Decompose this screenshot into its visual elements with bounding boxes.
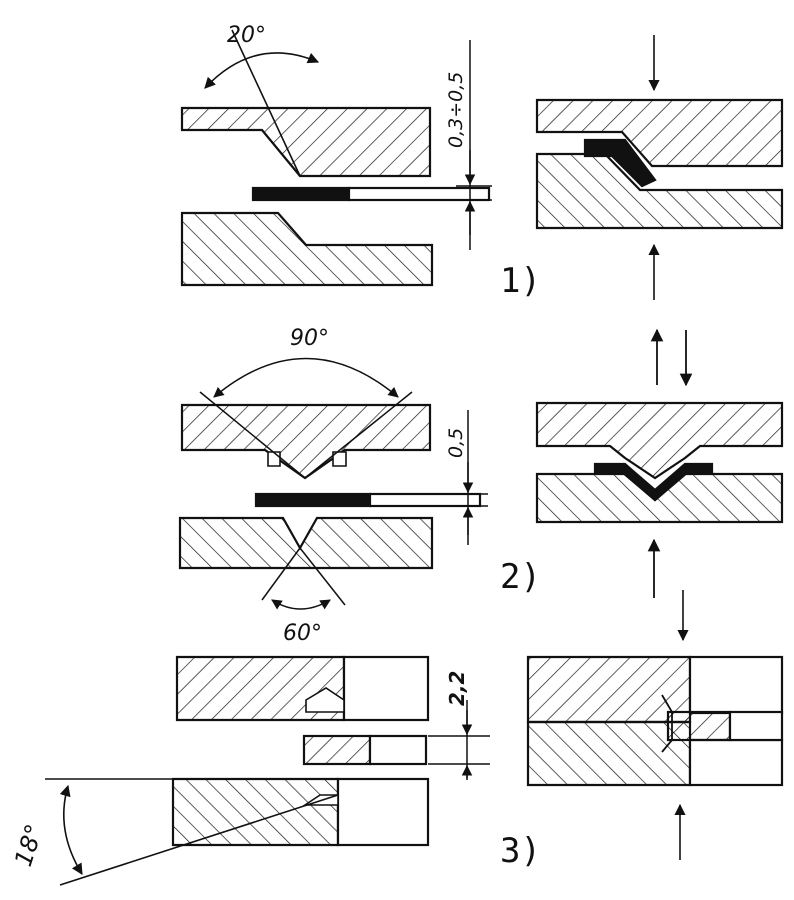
stage2-lower-die <box>178 516 434 570</box>
stage2-gap-label: 0,5 <box>445 428 467 458</box>
stage1-upper-die <box>180 106 432 178</box>
stage1-gap-dim <box>456 40 492 250</box>
stage2-after-sheet <box>593 462 714 502</box>
stage1-gap-label: 0,3÷0,5 <box>445 72 467 148</box>
stage3-upper-tip <box>305 687 345 713</box>
stage1-sheet-dark <box>251 186 351 202</box>
stage3-after-rivet-head <box>661 694 673 753</box>
stage3-gap-dim <box>428 700 490 780</box>
stage3-lower-sleeve <box>336 777 430 847</box>
stage3-press-arrows <box>674 590 689 860</box>
stage3-plate <box>302 734 372 766</box>
stage3-after-upper-sleeve <box>688 655 784 715</box>
stage3-label: 3) <box>500 831 541 871</box>
stage1-before <box>180 29 491 287</box>
stage1-label: 1) <box>500 261 541 301</box>
stage3-lower-die <box>171 777 340 847</box>
stage2-sheet-light <box>368 492 482 508</box>
stage2-before <box>178 403 482 570</box>
stage3-after-lower-sleeve <box>688 738 784 787</box>
stage3-angle-label: 18° <box>9 821 49 870</box>
stage3-after-plate <box>666 710 732 742</box>
stage1-angle-dim <box>204 52 320 89</box>
stage2-angle-construction <box>199 357 413 610</box>
stage2-gap-dim <box>455 410 488 545</box>
stage3-before <box>171 655 430 847</box>
stage3-upper-sleeve <box>342 655 430 722</box>
stage1-angle-label: 20° <box>227 23 266 48</box>
stage3-after-upper-die <box>526 655 692 724</box>
stage2-after <box>535 401 784 524</box>
stage3-after-lower-die <box>526 720 692 787</box>
stage2-after-lower-die <box>535 472 784 524</box>
stage3-after-plate-light <box>728 710 784 742</box>
stage1-lower-die <box>180 211 434 287</box>
stage2-bottom-angle-label: 60° <box>283 621 322 646</box>
stage2-press-arrows <box>647 328 693 598</box>
stage1-after-upper-die <box>535 98 784 168</box>
stage2-upper-die <box>180 403 432 480</box>
stage3-angle-construction <box>45 778 339 886</box>
stage1-sheet-light <box>347 186 491 202</box>
stage1-after-sheet <box>583 138 657 188</box>
stage3-after <box>526 655 784 787</box>
stage2-after-upper-die <box>535 401 784 480</box>
stage2-label: 2) <box>500 557 541 597</box>
stage2-sheet-dark <box>254 492 372 508</box>
stage1-after <box>535 98 784 230</box>
stage3-plate-light <box>368 734 428 766</box>
stage3-gap-label: 2,2 <box>445 671 469 706</box>
stage2-top-angle-label: 90° <box>290 326 329 351</box>
